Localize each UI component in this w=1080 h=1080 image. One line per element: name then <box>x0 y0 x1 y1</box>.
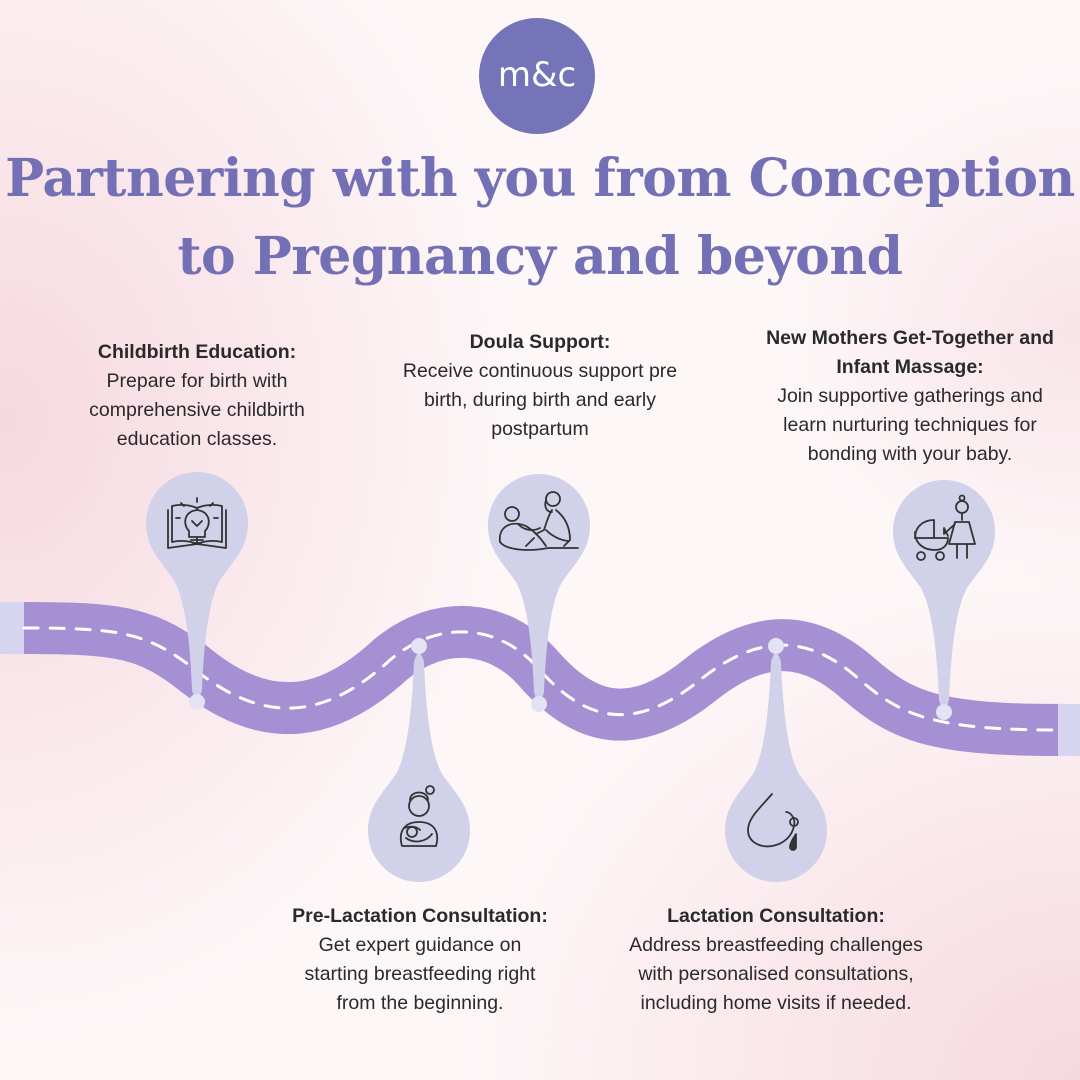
pin-pre-lactation <box>368 638 470 882</box>
step-desc-line: starting breastfeeding right <box>304 963 536 985</box>
step-title: Pre-Lactation Consultation: <box>292 905 548 927</box>
headline-line-2: to Pregnancy and beyond <box>177 226 903 287</box>
page-headline: Partnering with you from Conception to P… <box>0 140 1080 296</box>
step-desc-line: postpartum <box>491 418 589 440</box>
breast-milk-drop-icon <box>747 793 799 851</box>
step-new-mothers: New Mothers Get-Together and Infant Mass… <box>740 324 1080 469</box>
step-title: Doula Support: <box>469 331 611 353</box>
step-doula-support: Doula Support: Receive continuous suppor… <box>370 328 710 444</box>
step-desc-line: with personalised consultations, <box>638 963 914 985</box>
headline-line-1: Partnering with you from Conception <box>5 148 1075 209</box>
step-lactation: Lactation Consultation: Address breastfe… <box>596 902 956 1018</box>
step-title: Infant Massage: <box>836 356 984 378</box>
step-desc-line: from the beginning. <box>336 992 504 1014</box>
step-desc-line: comprehensive childbirth <box>89 399 305 421</box>
pin-doula-support <box>488 474 590 712</box>
mother-stroller-icon <box>914 494 976 561</box>
step-desc-line: including home visits if needed. <box>640 992 912 1014</box>
step-desc-line: bonding with your baby. <box>807 443 1013 465</box>
step-desc-line: learn nurturing techniques for <box>783 414 1037 436</box>
mother-baby-icon <box>399 785 439 847</box>
logo-mark-icon: m&c <box>498 55 576 95</box>
step-title: Childbirth Education: <box>97 341 297 363</box>
step-pre-lactation: Pre-Lactation Consultation: Get expert g… <box>262 902 578 1018</box>
brand-logo: m&c <box>479 18 595 134</box>
doula-support-icon <box>499 491 579 551</box>
step-title: Lactation Consultation: <box>667 905 885 927</box>
step-title: New Mothers Get-Together and <box>766 327 1054 349</box>
pin-lactation <box>725 638 827 882</box>
step-desc-line: Receive continuous support pre <box>402 360 678 382</box>
step-desc-line: Join supportive gatherings and <box>777 385 1043 407</box>
book-lightbulb-icon <box>167 497 227 549</box>
step-desc-line: education classes. <box>116 428 278 450</box>
logo-text: m&c <box>498 55 576 95</box>
step-desc-line: Get expert guidance on <box>318 934 522 956</box>
step-desc-line: Prepare for birth with <box>106 370 288 392</box>
step-childbirth-education: Childbirth Education: Prepare for birth … <box>40 338 354 454</box>
step-desc-line: Address breastfeeding challenges <box>629 934 923 956</box>
step-desc-line: birth, during birth and early <box>424 389 656 411</box>
